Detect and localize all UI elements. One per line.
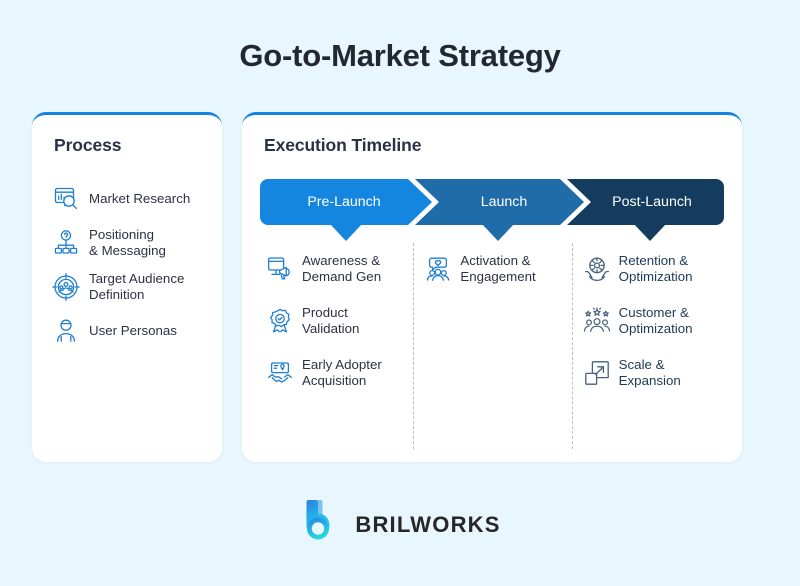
list-item[interactable]: Positioning& Messaging (46, 221, 222, 265)
customer-optimization-icon (583, 307, 611, 335)
list-item-label: Activation &Engagement (460, 253, 536, 284)
product-validation-icon (266, 307, 294, 335)
early-adopter-icon (266, 359, 294, 387)
stage-shape-post-launch[interactable] (567, 179, 724, 225)
stage-shape-pre-launch[interactable] (260, 179, 432, 225)
scale-expansion-icon (583, 359, 611, 387)
user-persona-icon (52, 317, 80, 345)
page-title: Go-to-Market Strategy (239, 38, 561, 73)
process-list: Market Research Positioning& Messaging (46, 177, 222, 353)
market-research-icon (52, 185, 80, 213)
list-item[interactable]: Activation &Engagement (420, 243, 563, 295)
stage-label-post-launch: Post-Launch (612, 194, 692, 210)
positioning-messaging-icon (52, 229, 80, 257)
timeline-column-launch: Activation &Engagement (413, 243, 571, 449)
list-item-label: User Personas (89, 323, 177, 338)
stage-pointer-launch (482, 224, 514, 241)
list-item[interactable]: Scale &Expansion (579, 347, 722, 399)
stage-shape-launch[interactable] (415, 179, 584, 225)
list-item[interactable]: Market Research (46, 177, 222, 221)
execution-timeline-card: Execution Timeline Pre-Launch Launch Pos… (242, 112, 742, 462)
timeline-card-heading: Execution Timeline (264, 135, 422, 155)
process-card-heading: Process (54, 135, 122, 155)
list-item-label: Scale &Expansion (618, 357, 681, 388)
brand-footer: BRILWORKS (0, 498, 800, 551)
stage-pointer-pre-launch (330, 224, 362, 241)
list-item-label: Customer &Optimization (618, 305, 693, 336)
activation-engagement-icon (424, 255, 452, 283)
list-item-label: Market Research (89, 191, 191, 206)
stage-pointer-post-launch (634, 224, 666, 241)
timeline-stage-strip: Pre-Launch Launch Post-Launch (260, 179, 724, 241)
list-item-label: Awareness &Demand Gen (302, 253, 382, 284)
retention-optimization-icon (583, 255, 611, 283)
target-audience-icon (52, 273, 80, 301)
list-item[interactable]: Customer &Optimization (579, 295, 722, 347)
stage-label-launch: Launch (480, 194, 528, 210)
list-item-label: Positioning& Messaging (89, 227, 166, 258)
stage-label-pre-launch: Pre-Launch (307, 194, 381, 210)
process-card: Process Market Research (32, 112, 222, 462)
brilworks-logo-icon (299, 498, 343, 551)
stage-chevrons (260, 179, 724, 241)
brilworks-logo-svg (304, 500, 330, 540)
list-item[interactable]: User Personas (46, 309, 222, 353)
list-item-label: Retention &Optimization (618, 253, 693, 284)
list-item[interactable]: Retention &Optimization (579, 243, 722, 295)
list-item[interactable]: Awareness &Demand Gen (262, 243, 405, 295)
brand-name: BRILWORKS (355, 511, 501, 537)
awareness-demand-icon (266, 255, 294, 283)
timeline-column-post-launch: Retention &Optimization (571, 243, 730, 449)
